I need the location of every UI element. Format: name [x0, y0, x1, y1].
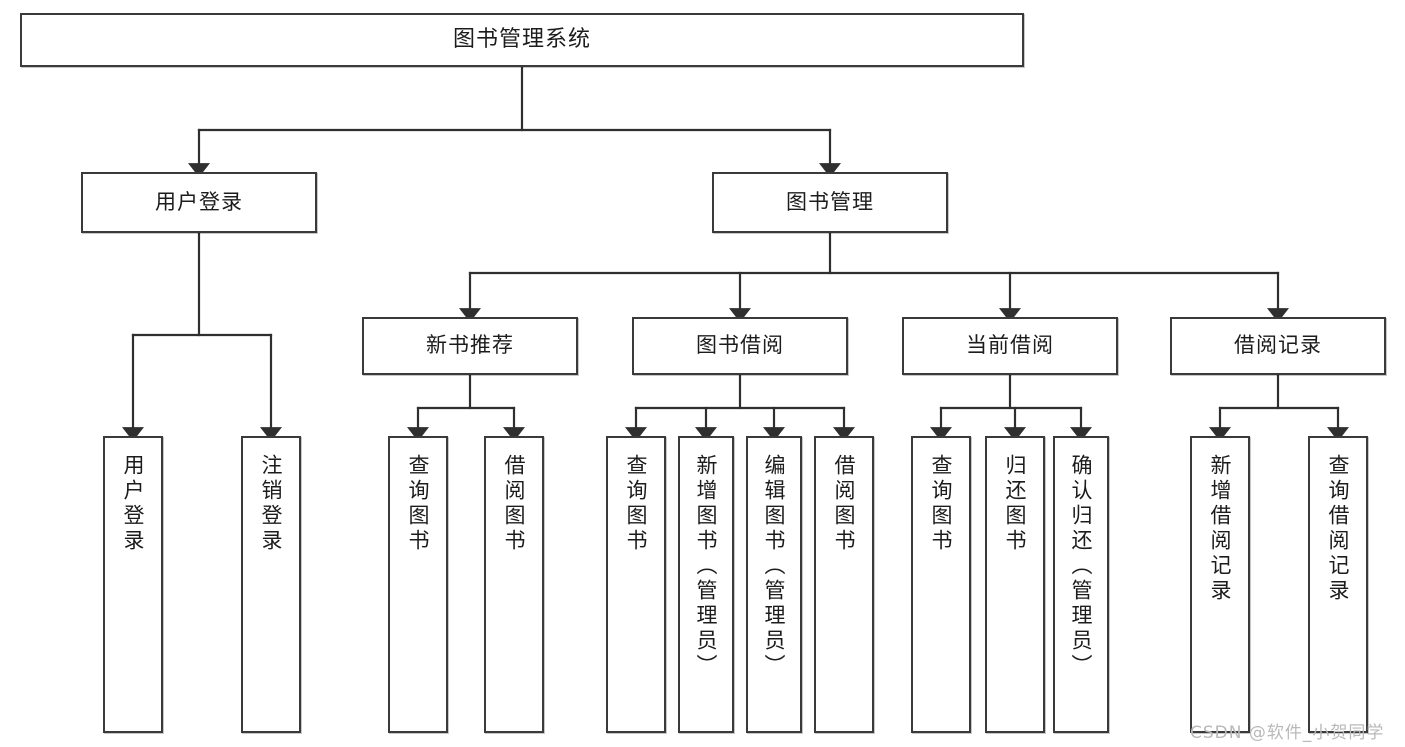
node-leaf-edit-book[interactable]: 编辑图书（管理员） — [746, 436, 802, 733]
node-leaf-add-book[interactable]: 新增图书（管理员） — [678, 436, 734, 733]
node-leaf-return-book[interactable]: 归还图书 — [985, 436, 1045, 733]
node-leaf-borrow-book-2[interactable]: 借阅图书 — [814, 436, 874, 733]
node-new-book-recommend-label: 新书推荐 — [426, 333, 514, 358]
node-leaf-add-record-label: 新增借阅记录 — [1208, 454, 1233, 604]
node-book-manage-label: 图书管理 — [786, 189, 874, 214]
node-user-login-label: 用户登录 — [155, 189, 243, 214]
node-leaf-user-login-label: 用户登录 — [121, 454, 146, 554]
node-current-borrow-label: 当前借阅 — [966, 333, 1054, 358]
node-leaf-borrow-book-1[interactable]: 借阅图书 — [484, 436, 544, 733]
node-leaf-borrow-book-2-label: 借阅图书 — [832, 454, 857, 554]
node-leaf-confirm-return-label: 确认归还（管理员） — [1069, 454, 1094, 679]
node-leaf-query-book-3[interactable]: 查询图书 — [911, 436, 971, 733]
node-leaf-edit-book-label: 编辑图书（管理员） — [762, 454, 787, 679]
node-leaf-add-record[interactable]: 新增借阅记录 — [1190, 436, 1250, 733]
csdn-watermark: CSDN @软件_小贺同学 — [1190, 723, 1385, 743]
node-leaf-query-book-1-label: 查询图书 — [406, 454, 431, 554]
node-root-label: 图书管理系统 — [452, 26, 591, 52]
node-leaf-confirm-return[interactable]: 确认归还（管理员） — [1053, 436, 1109, 733]
node-leaf-query-book-2-label: 查询图书 — [624, 454, 649, 554]
node-leaf-return-book-label: 归还图书 — [1003, 454, 1028, 554]
node-leaf-query-record[interactable]: 查询借阅记录 — [1308, 436, 1368, 733]
node-borrow-record[interactable]: 借阅记录 — [1170, 317, 1386, 375]
node-user-login[interactable]: 用户登录 — [81, 172, 317, 233]
node-leaf-add-book-label: 新增图书（管理员） — [694, 454, 719, 679]
node-book-manage[interactable]: 图书管理 — [712, 172, 948, 233]
node-leaf-query-book-3-label: 查询图书 — [929, 454, 954, 554]
node-leaf-user-logout-label: 注销登录 — [259, 454, 284, 554]
node-book-borrow-label: 图书借阅 — [696, 333, 784, 358]
node-leaf-user-login[interactable]: 用户登录 — [103, 436, 163, 733]
node-leaf-query-book-1[interactable]: 查询图书 — [388, 436, 448, 733]
node-new-book-recommend[interactable]: 新书推荐 — [362, 317, 578, 375]
node-leaf-query-record-label: 查询借阅记录 — [1326, 454, 1351, 604]
node-root[interactable]: 图书管理系统 — [20, 13, 1024, 67]
node-leaf-query-book-2[interactable]: 查询图书 — [606, 436, 666, 733]
node-leaf-user-logout[interactable]: 注销登录 — [241, 436, 301, 733]
node-borrow-record-label: 借阅记录 — [1234, 333, 1322, 358]
node-current-borrow[interactable]: 当前借阅 — [902, 317, 1118, 375]
node-book-borrow[interactable]: 图书借阅 — [632, 317, 848, 375]
node-leaf-borrow-book-1-label: 借阅图书 — [502, 454, 527, 554]
